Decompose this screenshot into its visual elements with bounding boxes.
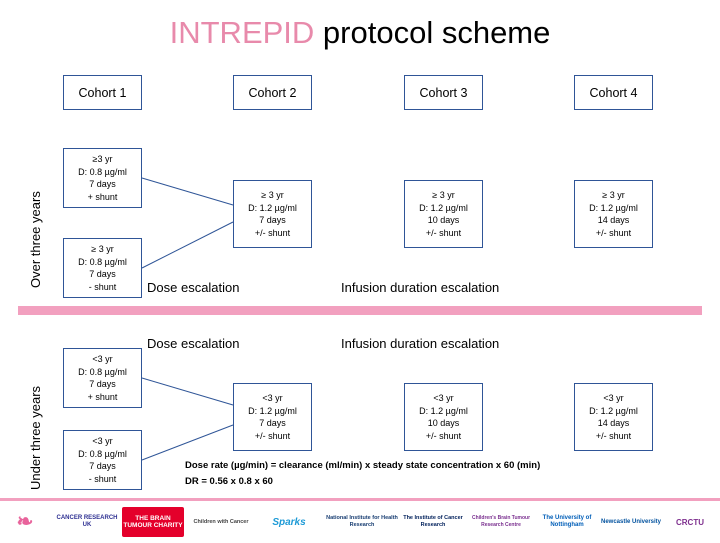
dose-box-cohort2-under: <3 yr D: 1.2 µg/ml 7 days +/- shunt xyxy=(233,383,312,451)
dose-shunt: +/- shunt xyxy=(254,430,291,441)
children-with-cancer-logo: Children with Cancer xyxy=(193,518,249,525)
dose-value: D: 1.2 µg/ml xyxy=(248,405,297,416)
dose-value: D: 0.8 µg/ml xyxy=(78,166,127,177)
dose-shunt: +/- shunt xyxy=(254,227,291,238)
caption-dose-escalation-under: Dose escalation xyxy=(147,336,240,351)
caption-infusion-duration-under: Infusion duration escalation xyxy=(341,336,500,351)
dose-box-cohort2-over: ≥ 3 yr D: 1.2 µg/ml 7 days +/- shunt xyxy=(233,180,312,248)
dose-value: D: 1.2 µg/ml xyxy=(419,405,468,416)
dose-shunt: + shunt xyxy=(87,191,118,202)
dose-age: <3 yr xyxy=(92,354,113,364)
dose-value: D: 1.2 µg/ml xyxy=(589,202,638,213)
childrens-brain-tumour-research-logo: Children's Brain Tumour Research Centre xyxy=(471,515,531,528)
dose-age: ≥ 3 yr xyxy=(432,190,455,200)
dose-age: <3 yr xyxy=(262,393,283,403)
dose-box-cohort1-over-noshunt: ≥ 3 yr D: 0.8 µg/ml 7 days - shunt xyxy=(63,238,142,298)
nihr-logo: National Institute for Health Research xyxy=(326,515,398,528)
dose-value: D: 0.8 µg/ml xyxy=(78,256,127,267)
page-title: INTREPID protocol scheme xyxy=(0,14,720,52)
dose-box-cohort3-over: ≥ 3 yr D: 1.2 µg/ml 10 days +/- shunt xyxy=(404,180,483,248)
dose-days: 10 days xyxy=(427,418,460,428)
dose-box-cohort4-over: ≥ 3 yr D: 1.2 µg/ml 14 days +/- shunt xyxy=(574,180,653,248)
dose-box-cohort4-under: <3 yr D: 1.2 µg/ml 14 days +/- shunt xyxy=(574,383,653,451)
dose-age: ≥3 yr xyxy=(92,154,113,164)
dose-value: D: 0.8 µg/ml xyxy=(78,448,127,459)
dose-days: 7 days xyxy=(89,461,116,471)
caption-dose-escalation-over: Dose escalation xyxy=(147,280,240,295)
dose-shunt: +/- shunt xyxy=(425,430,462,441)
dose-age: ≥ 3 yr xyxy=(602,190,625,200)
newcastle-university-logo: Newcastle University xyxy=(600,518,662,525)
cohort-header-2: Cohort 2 xyxy=(233,75,312,110)
dose-age: <3 yr xyxy=(92,436,113,446)
cohort-header-4: Cohort 4 xyxy=(574,75,653,110)
dose-days: 7 days xyxy=(259,215,286,225)
formula-dr: DR = 0.56 x 0.8 x 60 xyxy=(185,476,273,487)
dose-shunt: +/- shunt xyxy=(425,227,462,238)
crctu-logo: CRCTU xyxy=(676,517,704,527)
dose-age: <3 yr xyxy=(433,393,454,403)
dose-value: D: 1.2 µg/ml xyxy=(589,405,638,416)
footer-logo-strip: ❧ CANCER RESEARCH UK THE BRAIN TUMOUR CH… xyxy=(0,498,720,543)
dose-shunt: + shunt xyxy=(87,391,118,402)
dose-value: D: 0.8 µg/ml xyxy=(78,366,127,377)
dose-days: 14 days xyxy=(597,418,630,428)
dose-age: ≥ 3 yr xyxy=(261,190,284,200)
dose-shunt: +/- shunt xyxy=(595,227,632,238)
institute-of-cancer-research-logo: The Institute of Cancer Research xyxy=(403,515,463,528)
dose-box-cohort1-over-shunt: ≥3 yr D: 0.8 µg/ml 7 days + shunt xyxy=(63,148,142,208)
dose-days: 7 days xyxy=(89,179,116,189)
dose-box-cohort1-under-shunt: <3 yr D: 0.8 µg/ml 7 days + shunt xyxy=(63,348,142,408)
sparks-logo: Sparks xyxy=(272,516,306,528)
university-of-nottingham-logo: The University of Nottingham xyxy=(542,515,592,528)
axis-label-over-three-years: Over three years xyxy=(28,191,43,288)
dose-value: D: 1.2 µg/ml xyxy=(419,202,468,213)
the-brain-tumour-charity-logo: THE BRAIN TUMOUR CHARITY xyxy=(122,507,184,537)
dose-age: <3 yr xyxy=(603,393,624,403)
dose-days: 7 days xyxy=(89,379,116,389)
dose-days: 7 days xyxy=(89,269,116,279)
dose-box-cohort3-under: <3 yr D: 1.2 µg/ml 10 days +/- shunt xyxy=(404,383,483,451)
dose-box-cohort1-under-noshunt: <3 yr D: 0.8 µg/ml 7 days - shunt xyxy=(63,430,142,490)
dose-shunt: - shunt xyxy=(88,473,117,484)
dose-value: D: 1.2 µg/ml xyxy=(248,202,297,213)
dose-days: 7 days xyxy=(259,418,286,428)
section-divider xyxy=(18,306,702,315)
caption-infusion-duration-over: Infusion duration escalation xyxy=(341,280,500,295)
cancer-research-uk-logo: CANCER RESEARCH UK xyxy=(56,515,118,528)
dose-days: 14 days xyxy=(597,215,630,225)
formula-dose-rate: Dose rate (µg/min) = clearance (ml/min) … xyxy=(185,460,541,471)
butterfly-mark-icon: ❧ xyxy=(16,510,34,533)
title-rest: protocol scheme xyxy=(314,15,551,50)
dose-shunt: - shunt xyxy=(88,281,117,292)
axis-label-under-three-years: Under three years xyxy=(28,385,43,490)
title-brand: INTREPID xyxy=(169,15,315,50)
dose-days: 10 days xyxy=(427,215,460,225)
cohort-header-1: Cohort 1 xyxy=(63,75,142,110)
cohort-header-3: Cohort 3 xyxy=(404,75,483,110)
dose-age: ≥ 3 yr xyxy=(91,244,114,254)
dose-shunt: +/- shunt xyxy=(595,430,632,441)
